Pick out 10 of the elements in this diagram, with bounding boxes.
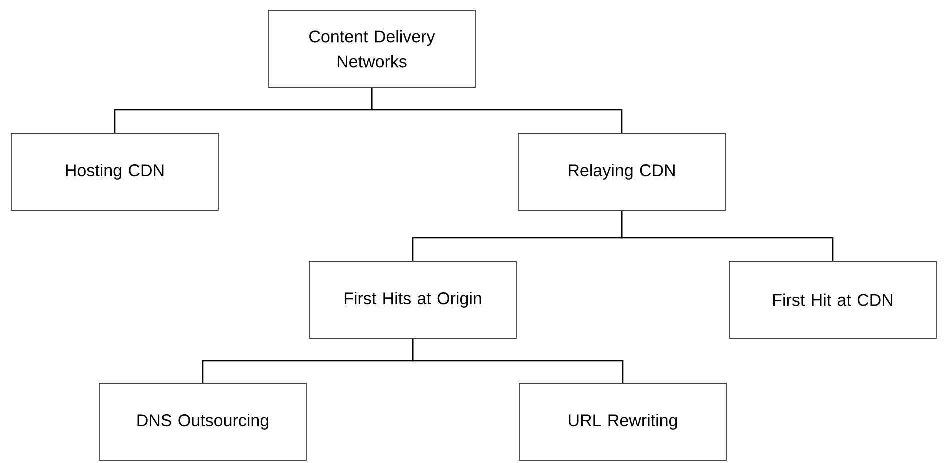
connector-line <box>621 210 834 262</box>
box: URL Rewriting <box>519 383 727 461</box>
box: First Hits at Origin <box>309 261 517 339</box>
box: DNS Outsourcing <box>99 383 307 461</box>
box: Content Delivery Networks <box>268 10 476 88</box>
connector-line <box>371 88 623 134</box>
box: Hosting CDN <box>11 133 219 211</box>
connector-line <box>412 338 624 384</box>
box: Relaying CDN <box>518 133 726 211</box>
box: First Hit at CDN <box>729 261 937 339</box>
